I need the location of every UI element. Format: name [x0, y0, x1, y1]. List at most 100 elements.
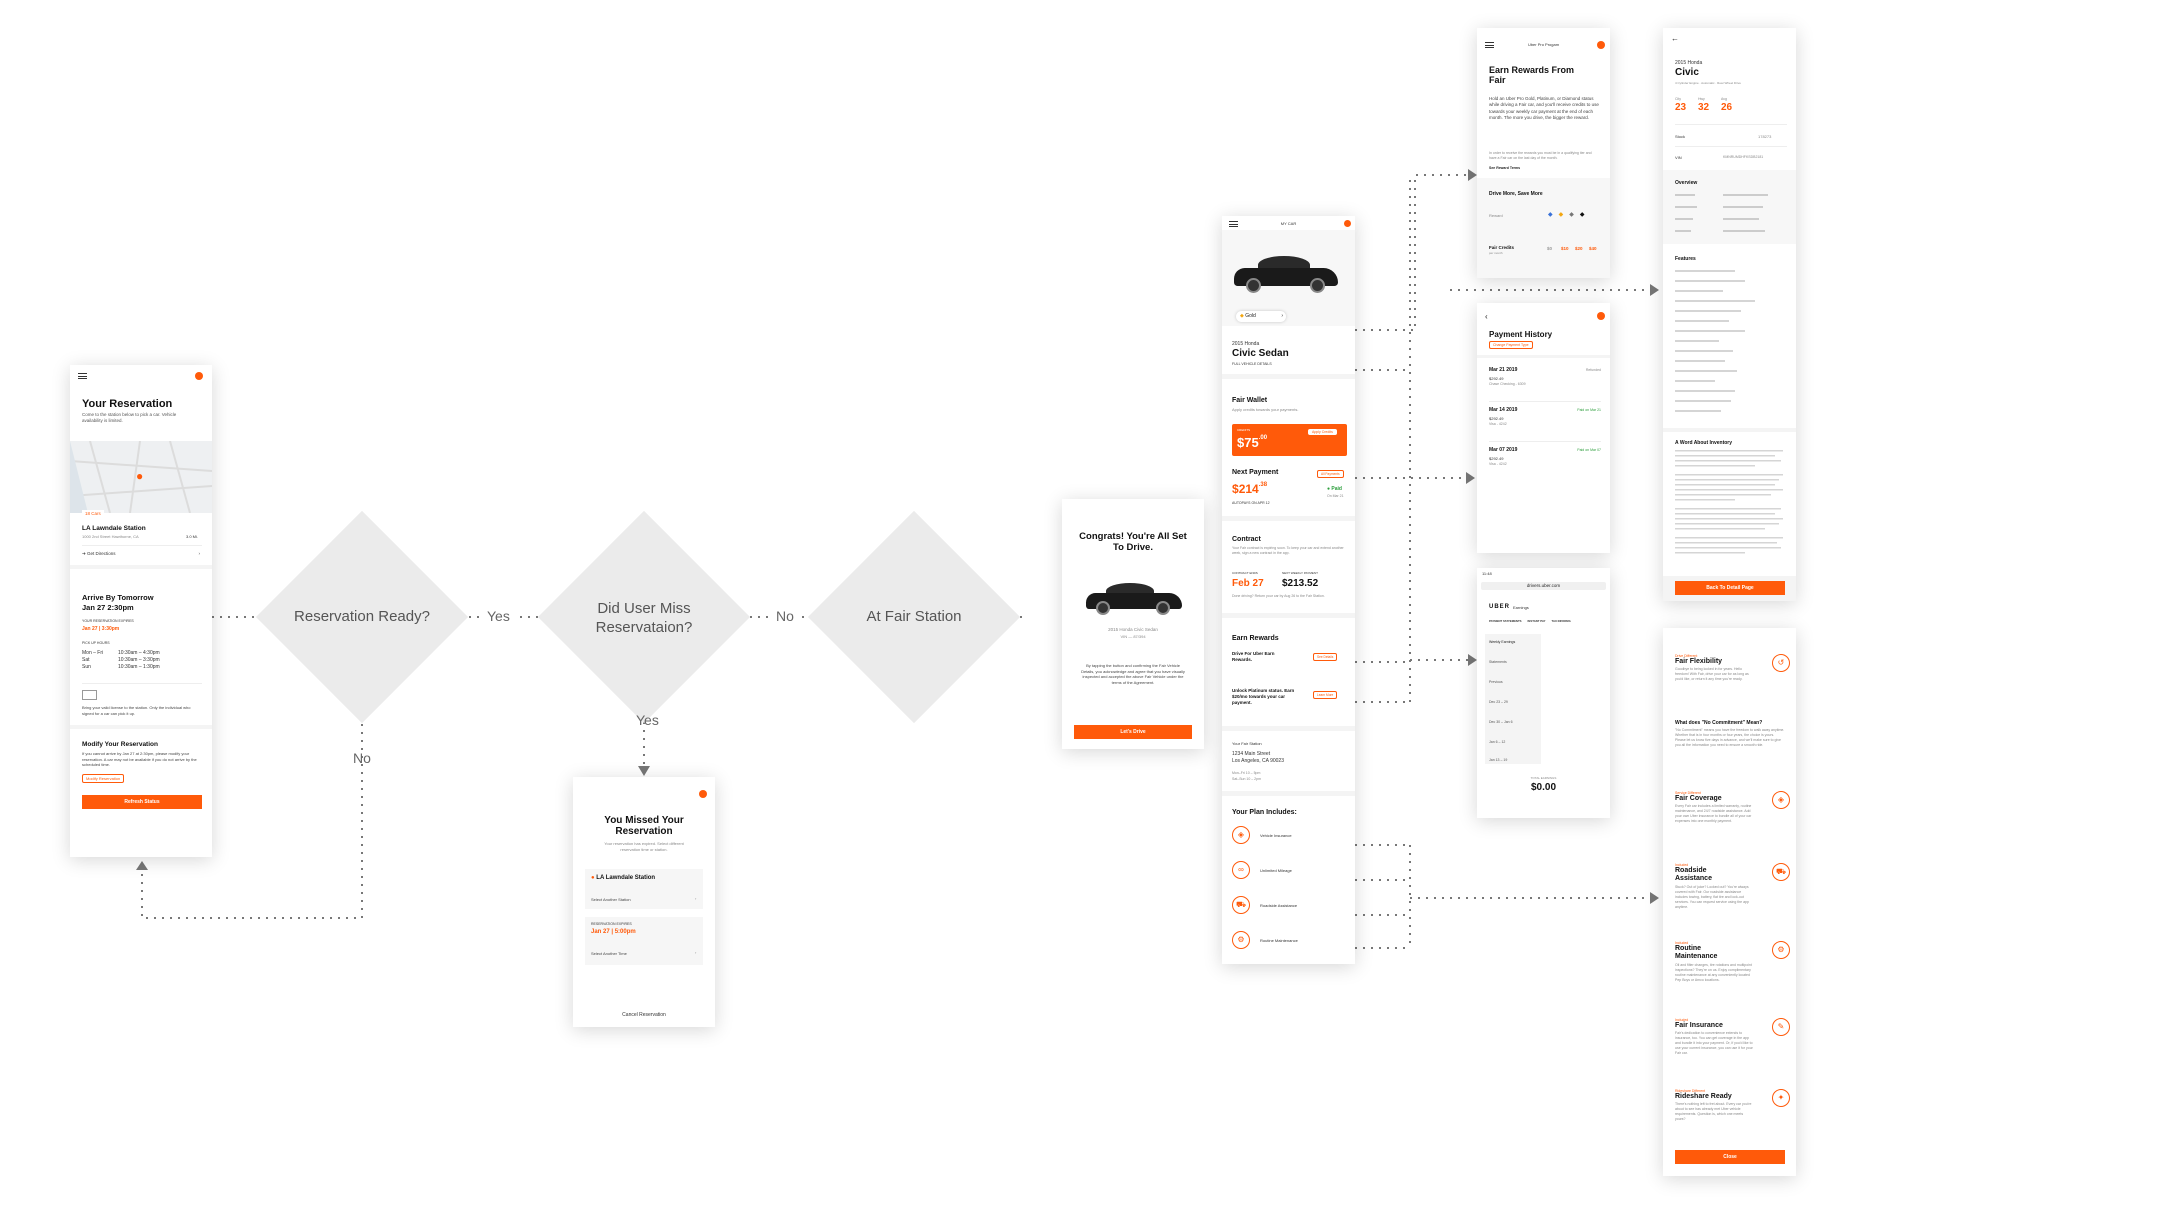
shield-icon: ◈ — [1772, 791, 1790, 809]
expires-value: Jan 27 | 3:30pm — [82, 626, 120, 632]
select-time-link[interactable]: Select Another Time — [591, 951, 627, 956]
car-year: 2015 Honda — [1232, 341, 1260, 347]
expires-label: YOUR RESERVATION EXPIRES — [82, 619, 134, 623]
change-payment-button[interactable]: Change Payment Type — [1489, 341, 1533, 349]
contract-text: Your Fair contract is expiring soon. To … — [1232, 546, 1344, 555]
reward-terms-link[interactable]: See Reward Terms — [1489, 166, 1521, 170]
benefit-item: Service Different Fair Coverage Every Fa… — [1675, 791, 1790, 824]
inventory-title: A Word About Inventory — [1675, 440, 1733, 446]
get-directions-link[interactable]: ➔ Get Directions› — [82, 551, 200, 556]
menu-icon[interactable] — [1485, 42, 1494, 48]
station-name: LA Lawndale Station — [596, 875, 656, 881]
screen-header: Uber Pro Progam — [1527, 42, 1560, 47]
close-button[interactable]: Close — [1675, 1150, 1785, 1164]
flow-no-label: No — [776, 608, 794, 624]
paid-date: On Mar 21 — [1327, 494, 1344, 498]
plan-item[interactable]: ∞Unlimited Mileage — [1232, 861, 1347, 883]
url-bar[interactable]: drivers.uber.com — [1481, 582, 1606, 590]
menu-icon[interactable] — [1229, 221, 1238, 227]
contract-note: Done driving? Return your car by Aug 26 … — [1232, 594, 1325, 598]
plan-item[interactable]: ⛟Roadside Assistance — [1232, 896, 1347, 918]
mpg-avg: 26 — [1721, 102, 1733, 113]
plan-item[interactable]: ◈Vehicle Insurance — [1232, 826, 1347, 848]
apply-credits-button[interactable]: Apply Credits — [1308, 429, 1337, 435]
back-icon[interactable]: ← — [1671, 34, 1679, 43]
screen-congrats: Congrats! You're All Set To Drive. 2015 … — [1062, 499, 1204, 749]
autopay-date: AUTOPAYS ON APR 12 — [1232, 501, 1270, 505]
benefit-item: Included Routine Maintenance Oil and fil… — [1675, 941, 1790, 983]
station-address: 1000 2nd Street Hawthorne, CA — [82, 534, 139, 539]
page-title: You Missed Your Reservation — [604, 815, 684, 837]
arrive-title: Arrive By Tomorrow — [82, 593, 154, 602]
payment-row[interactable]: Mar 14 2019 $292.49 Visa - 4242 Paid on … — [1489, 407, 1601, 426]
refresh-status-button[interactable]: Refresh Status — [82, 795, 202, 809]
tab-tax[interactable]: TAX INFORMA — [1551, 619, 1571, 623]
map[interactable]: ● — [70, 440, 212, 514]
car-year: 2015 Honda — [1675, 60, 1703, 66]
plan-item[interactable]: ⚙Routine Maintenance — [1232, 931, 1347, 953]
select-station-link[interactable]: Select Another Station — [591, 897, 631, 902]
tier-badge[interactable]: ◆ Gold› — [1236, 311, 1286, 322]
page-title: Earn Rewards From Fair — [1489, 65, 1575, 85]
paid-status: ● Paid — [1327, 486, 1342, 492]
status-time: 11:48 — [1482, 571, 1492, 576]
screen-your-reservation: Your Reservation Come to the station bel… — [70, 365, 212, 857]
pin-icon: ● — [591, 875, 597, 881]
flow-yes-label: Yes — [487, 608, 510, 624]
wallet-subtitle: Apply credits towards your payments. — [1232, 407, 1299, 412]
decision-reservation-ready-label: Reservation Ready? — [294, 608, 430, 625]
menu-icon[interactable] — [78, 373, 87, 379]
back-icon[interactable]: ‹ — [1485, 312, 1488, 321]
page-subtitle: Come to the station below to pick a car.… — [82, 412, 177, 424]
tier-icons: ◆◆◆◆ — [1548, 212, 1591, 218]
tab-instant-pay[interactable]: INSTANT PAY — [1527, 619, 1546, 623]
cancel-reservation-link[interactable]: Cancel Reservation — [622, 1012, 666, 1018]
car-image — [1084, 579, 1184, 619]
back-to-detail-button[interactable]: Back To Detail Page — [1675, 581, 1785, 595]
see-details-button[interactable]: See Details — [1313, 653, 1338, 661]
earnings-sidebar: Weekly Earnings Statements Previous Dec … — [1485, 634, 1541, 764]
chevron-icon: › — [695, 896, 697, 901]
benefit-item: Rideshare Different Rideshare Ready Ther… — [1675, 1089, 1790, 1122]
lets-drive-button[interactable]: Let's Drive — [1074, 725, 1192, 739]
payment-row[interactable]: Mar 21 2019 $292.49 Chase Checking - 630… — [1489, 367, 1601, 386]
contract-title: Contract — [1232, 536, 1261, 543]
shield-icon: ◈ — [1232, 826, 1250, 844]
learn-more-button[interactable]: Learn More — [1313, 691, 1338, 699]
car-icon: ⛟ — [1772, 863, 1790, 881]
next-payment-amount: 214 — [1238, 482, 1259, 496]
payment-row[interactable]: Mar 07 2019 $292.49 Visa - 4242 Paid on … — [1489, 447, 1601, 466]
expires-label: RESERVATION EXPIRES — [591, 922, 632, 926]
inventory-text — [1675, 450, 1783, 554]
page-title: Congrats! You're All Set To Drive. — [1079, 531, 1187, 553]
fair-logo-icon — [195, 372, 203, 380]
screen-missed-reservation: You Missed Your Reservation Your reserva… — [573, 777, 715, 1027]
chevron-icon: › — [695, 950, 697, 955]
time-card: RESERVATION EXPIRES Jan 27 | 5:00pm Sele… — [585, 917, 703, 965]
car-specs: 4 Cylinder Engine · Automatic · Rear Whe… — [1675, 81, 1741, 85]
car-image — [1232, 252, 1342, 296]
screen-payment-history: ‹ Payment History Change Payment Type Ma… — [1477, 303, 1610, 553]
car-model: Civic Sedan — [1232, 348, 1289, 359]
car-vin: VIN — 87/394 — [1120, 634, 1146, 639]
station-hours-2: Sat–Sun 10 – 2pm — [1232, 777, 1261, 781]
all-payments-button[interactable]: All Payments — [1317, 470, 1344, 478]
station-label: Your Fair Station — [1232, 741, 1262, 746]
car-model: Civic — [1675, 67, 1699, 78]
benefit-item: What does "No Commitment" Mean? "No Comm… — [1675, 720, 1785, 747]
pickup-label: PICK UP HOURS — [82, 641, 110, 645]
flexibility-icon: ↺ — [1772, 654, 1790, 672]
vin-value: KMNRUMDHFKSDB2181 — [1723, 155, 1764, 159]
screen-uber-pro: Uber Pro Progam Earn Rewards From Fair H… — [1477, 28, 1610, 278]
modify-reservation-button[interactable]: Modify Reservation — [82, 774, 125, 783]
full-details-link[interactable]: FULL VEHICLE DETAILS — [1232, 362, 1272, 366]
earn-rewards-title: Earn Rewards — [1232, 635, 1279, 642]
expires-value: Jan 27 | 5:00pm — [591, 929, 636, 935]
tab-payment-statements[interactable]: PAYMENT STATEMENTS — [1489, 619, 1522, 623]
benefit-item: Included Fair Insurance Fair's dedicatio… — [1675, 1018, 1790, 1055]
plan-title: Your Plan Includes: — [1232, 809, 1297, 816]
station-name: LA Lawndale Station — [82, 525, 146, 532]
station-address-2: Los Angeles, CA 90023 — [1232, 758, 1284, 764]
